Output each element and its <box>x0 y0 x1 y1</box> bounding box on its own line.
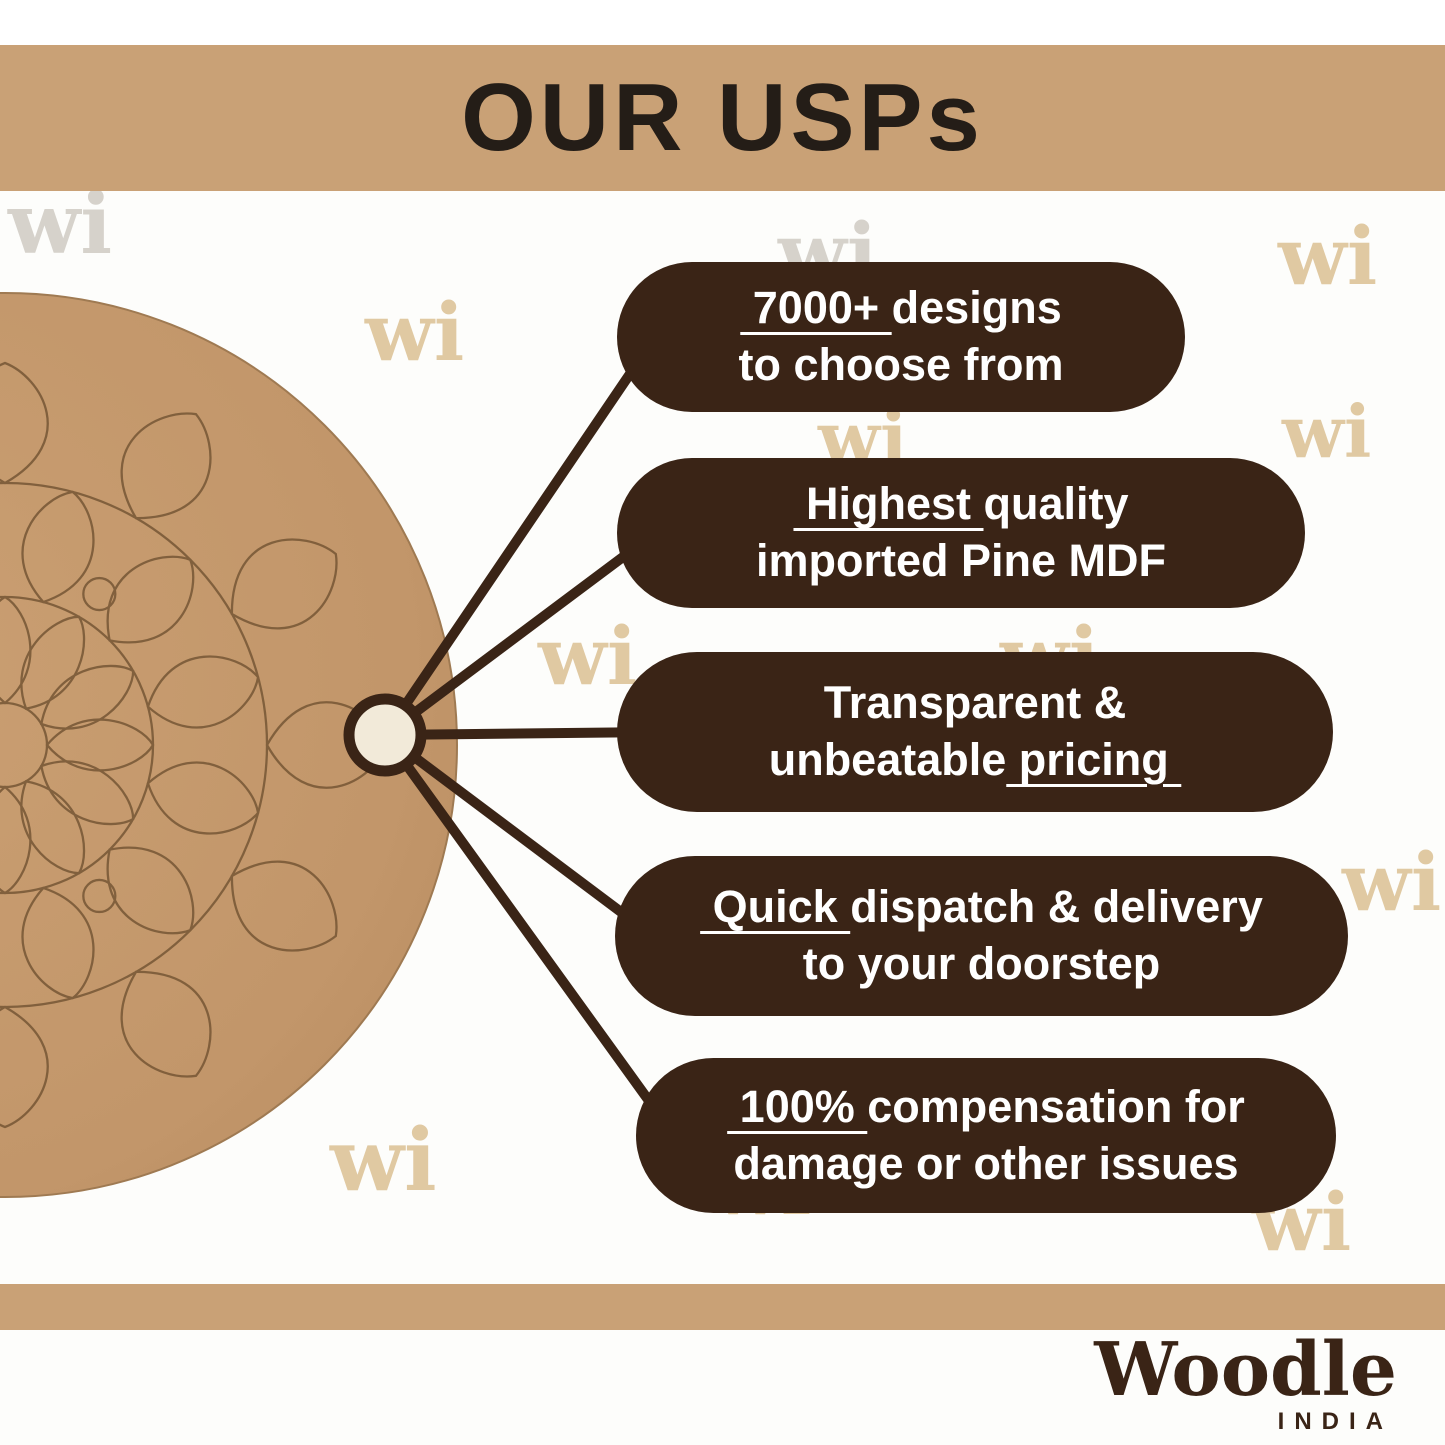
brand-watermark: wi <box>1278 209 1378 303</box>
wood-circle <box>0 292 458 1198</box>
usp-text-line: unbeatable pricing <box>768 734 1182 785</box>
brand-name: Woodle <box>1094 1327 1397 1413</box>
brand-watermark: wi <box>1282 389 1372 474</box>
usp-text-line: 7000+ designs <box>740 282 1062 334</box>
bottom-divider <box>0 1284 1445 1330</box>
brand-watermark: wi <box>8 174 113 273</box>
usp-text-line: 100% compensation for <box>727 1080 1245 1132</box>
usp-text-line: Highest quality <box>793 478 1129 530</box>
brand-country: INDIA <box>1277 1408 1393 1435</box>
brand-watermark: wi <box>1342 835 1442 929</box>
usp-pill-3: Transparent &unbeatable pricing <box>617 652 1333 812</box>
usp-text-line: Quick dispatch & delivery <box>700 881 1263 933</box>
top-divider <box>0 0 1445 45</box>
mandala-engraving <box>0 361 389 1129</box>
usp-text-line: imported Pine MDF <box>755 535 1166 586</box>
page-title: OUR USPs <box>461 64 984 171</box>
usp-text-line: Transparent & <box>823 677 1127 729</box>
usp-text-line: to your doorstep <box>802 938 1161 989</box>
brand-logo: Woodle INDIA <box>1094 1330 1397 1436</box>
brand-watermark: wi <box>330 1110 437 1211</box>
hub-node <box>343 693 427 777</box>
brand-watermark: wi <box>365 285 465 379</box>
header-banner: OUR USPs <box>0 45 1445 191</box>
usp-text-line: damage or other issues <box>733 1137 1239 1189</box>
brand-watermark: wi <box>538 609 638 703</box>
usp-text-line: to choose from <box>738 339 1064 390</box>
